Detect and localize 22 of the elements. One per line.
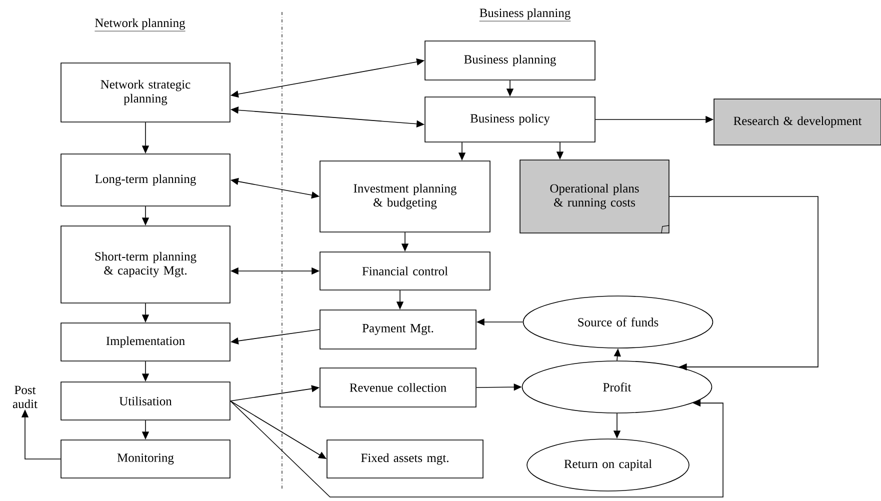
heading: Network planning <box>94 18 186 32</box>
process-box: Investment planning & budgeting <box>320 160 490 232</box>
process-box: Long-term planning <box>60 154 230 206</box>
heading: Business planning <box>479 8 571 22</box>
process-box: Short-term planning & capacity Mgt. <box>60 226 230 304</box>
process-box: Utilisation <box>60 382 230 420</box>
process-box: Fixed assets mgt. <box>326 440 484 478</box>
process-box: Revenue collection <box>320 368 476 408</box>
text-label: Post audit <box>12 386 38 408</box>
process-box: Financial control <box>320 252 490 290</box>
ellipse-node: Return on capital <box>526 438 690 492</box>
ellipse-node: Source of funds <box>522 296 714 348</box>
process-box: Business planning <box>424 40 596 80</box>
process-box: Implementation <box>60 322 230 362</box>
process-box: Payment Mgt. <box>320 310 476 350</box>
process-box: Business policy <box>424 96 596 142</box>
process-box: Network strategic planning <box>60 62 230 122</box>
shaded-box: Operational plans & running costs <box>520 160 670 234</box>
arrow <box>669 196 818 371</box>
shaded-box: Research & development <box>714 98 881 146</box>
ellipse-node: Profit <box>522 360 712 414</box>
process-box: Monitoring <box>60 440 230 478</box>
